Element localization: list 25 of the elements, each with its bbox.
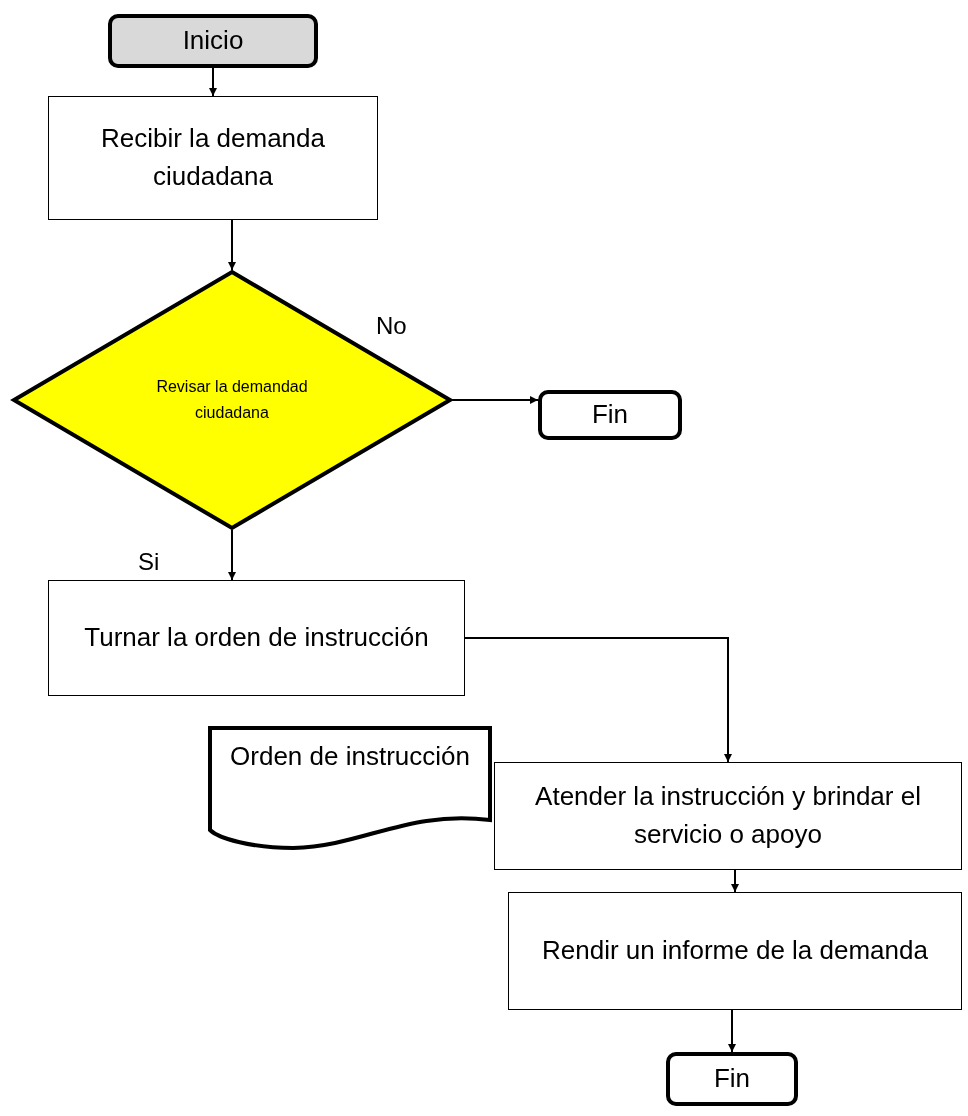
document-shape (208, 726, 492, 850)
node-text: Inicio (182, 24, 244, 58)
process-box (48, 96, 378, 220)
arrow (451, 396, 539, 404)
process-box (48, 580, 465, 696)
node-text: Orden de instrucción (230, 740, 470, 773)
node-text: Fin (713, 1062, 751, 1096)
node-text: Recibir la demanda ciudadana (100, 122, 326, 193)
terminator-box (538, 390, 682, 440)
node-text: Fin (591, 398, 629, 432)
arrow (464, 637, 732, 763)
node-text: Rendir un informe de la demanda (542, 934, 928, 968)
node-text: Revisar la demandad ciudadana (155, 377, 309, 423)
process-box (494, 762, 962, 870)
arrow (209, 67, 217, 97)
arrow (728, 1009, 736, 1053)
arrow (228, 219, 236, 271)
terminator-box (666, 1052, 798, 1106)
terminator-box (108, 14, 318, 68)
decision-diamond (12, 270, 452, 530)
process-box (508, 892, 962, 1010)
arrow (731, 869, 739, 893)
arrow (228, 529, 236, 581)
node-text: Atender la instrucción y brindar el servicio o apoyo (534, 780, 922, 851)
node-text: Turnar la orden de instrucción (84, 621, 429, 655)
